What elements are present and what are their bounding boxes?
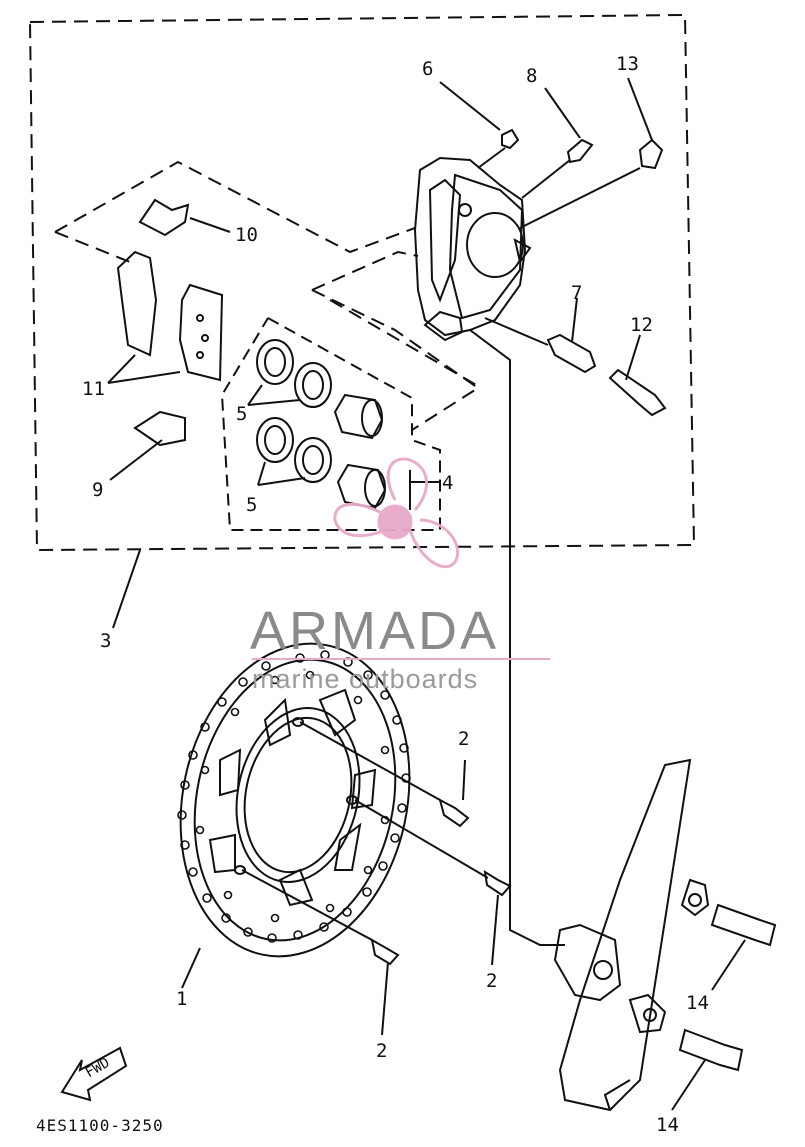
front-fork-leg [558,758,692,1112]
callout-5-a: 5 [236,403,248,425]
callout-5-b: 5 [246,494,258,516]
cap-13 [638,138,664,170]
callout-2-b: 2 [486,970,498,992]
brake-pad-left [116,250,158,357]
part-code: 4ES1100-3250 [36,1116,164,1135]
watermark-brand: ARMADA [250,601,500,661]
piston-seal-4 [294,437,332,483]
caliper-body [413,156,527,337]
bleed-cap-6 [501,128,520,150]
callout-2-c: 2 [376,1040,388,1062]
callout-8: 8 [526,65,538,87]
axle-holder-bolt-upper [710,903,777,947]
disc-bolt-c [370,938,400,966]
callout-10: 10 [235,224,258,246]
callout-14-a: 14 [686,992,709,1014]
callout-2-a: 2 [458,728,470,750]
caliper-pin-7 [546,333,597,374]
fwd-arrow [60,1046,128,1102]
axle-holder-bolt-lower [678,1028,744,1072]
caliper-bolt-12 [608,368,667,417]
bleed-screw-8 [566,138,594,164]
brake-pad-right [178,283,224,382]
watermark-logo [333,457,459,569]
callout-4: 4 [442,472,454,494]
watermark-tagline: marine outboards [252,664,479,694]
pad-support-9 [133,410,186,447]
callout-1: 1 [176,988,188,1010]
brake-disc [179,642,411,958]
callout-6: 6 [422,58,434,80]
piston-kit-boundary [220,317,441,531]
callout-11: 11 [82,378,105,400]
callout-3: 3 [100,630,112,652]
callout-9: 9 [92,479,104,501]
callout-14-b: 14 [656,1114,679,1136]
callout-13: 13 [616,53,639,75]
caliper-assembly-boundary [29,13,696,552]
callout-7: 7 [571,282,583,304]
disc-bolt-b [483,870,512,897]
piston-seal-2 [294,362,332,408]
disc-bolt-a [438,798,470,828]
piston-seal-3 [256,417,294,463]
piston-seal-1 [256,339,294,385]
watermark-divider [252,658,550,660]
pad-spring-10 [138,198,190,237]
callout-12: 12 [630,314,653,336]
